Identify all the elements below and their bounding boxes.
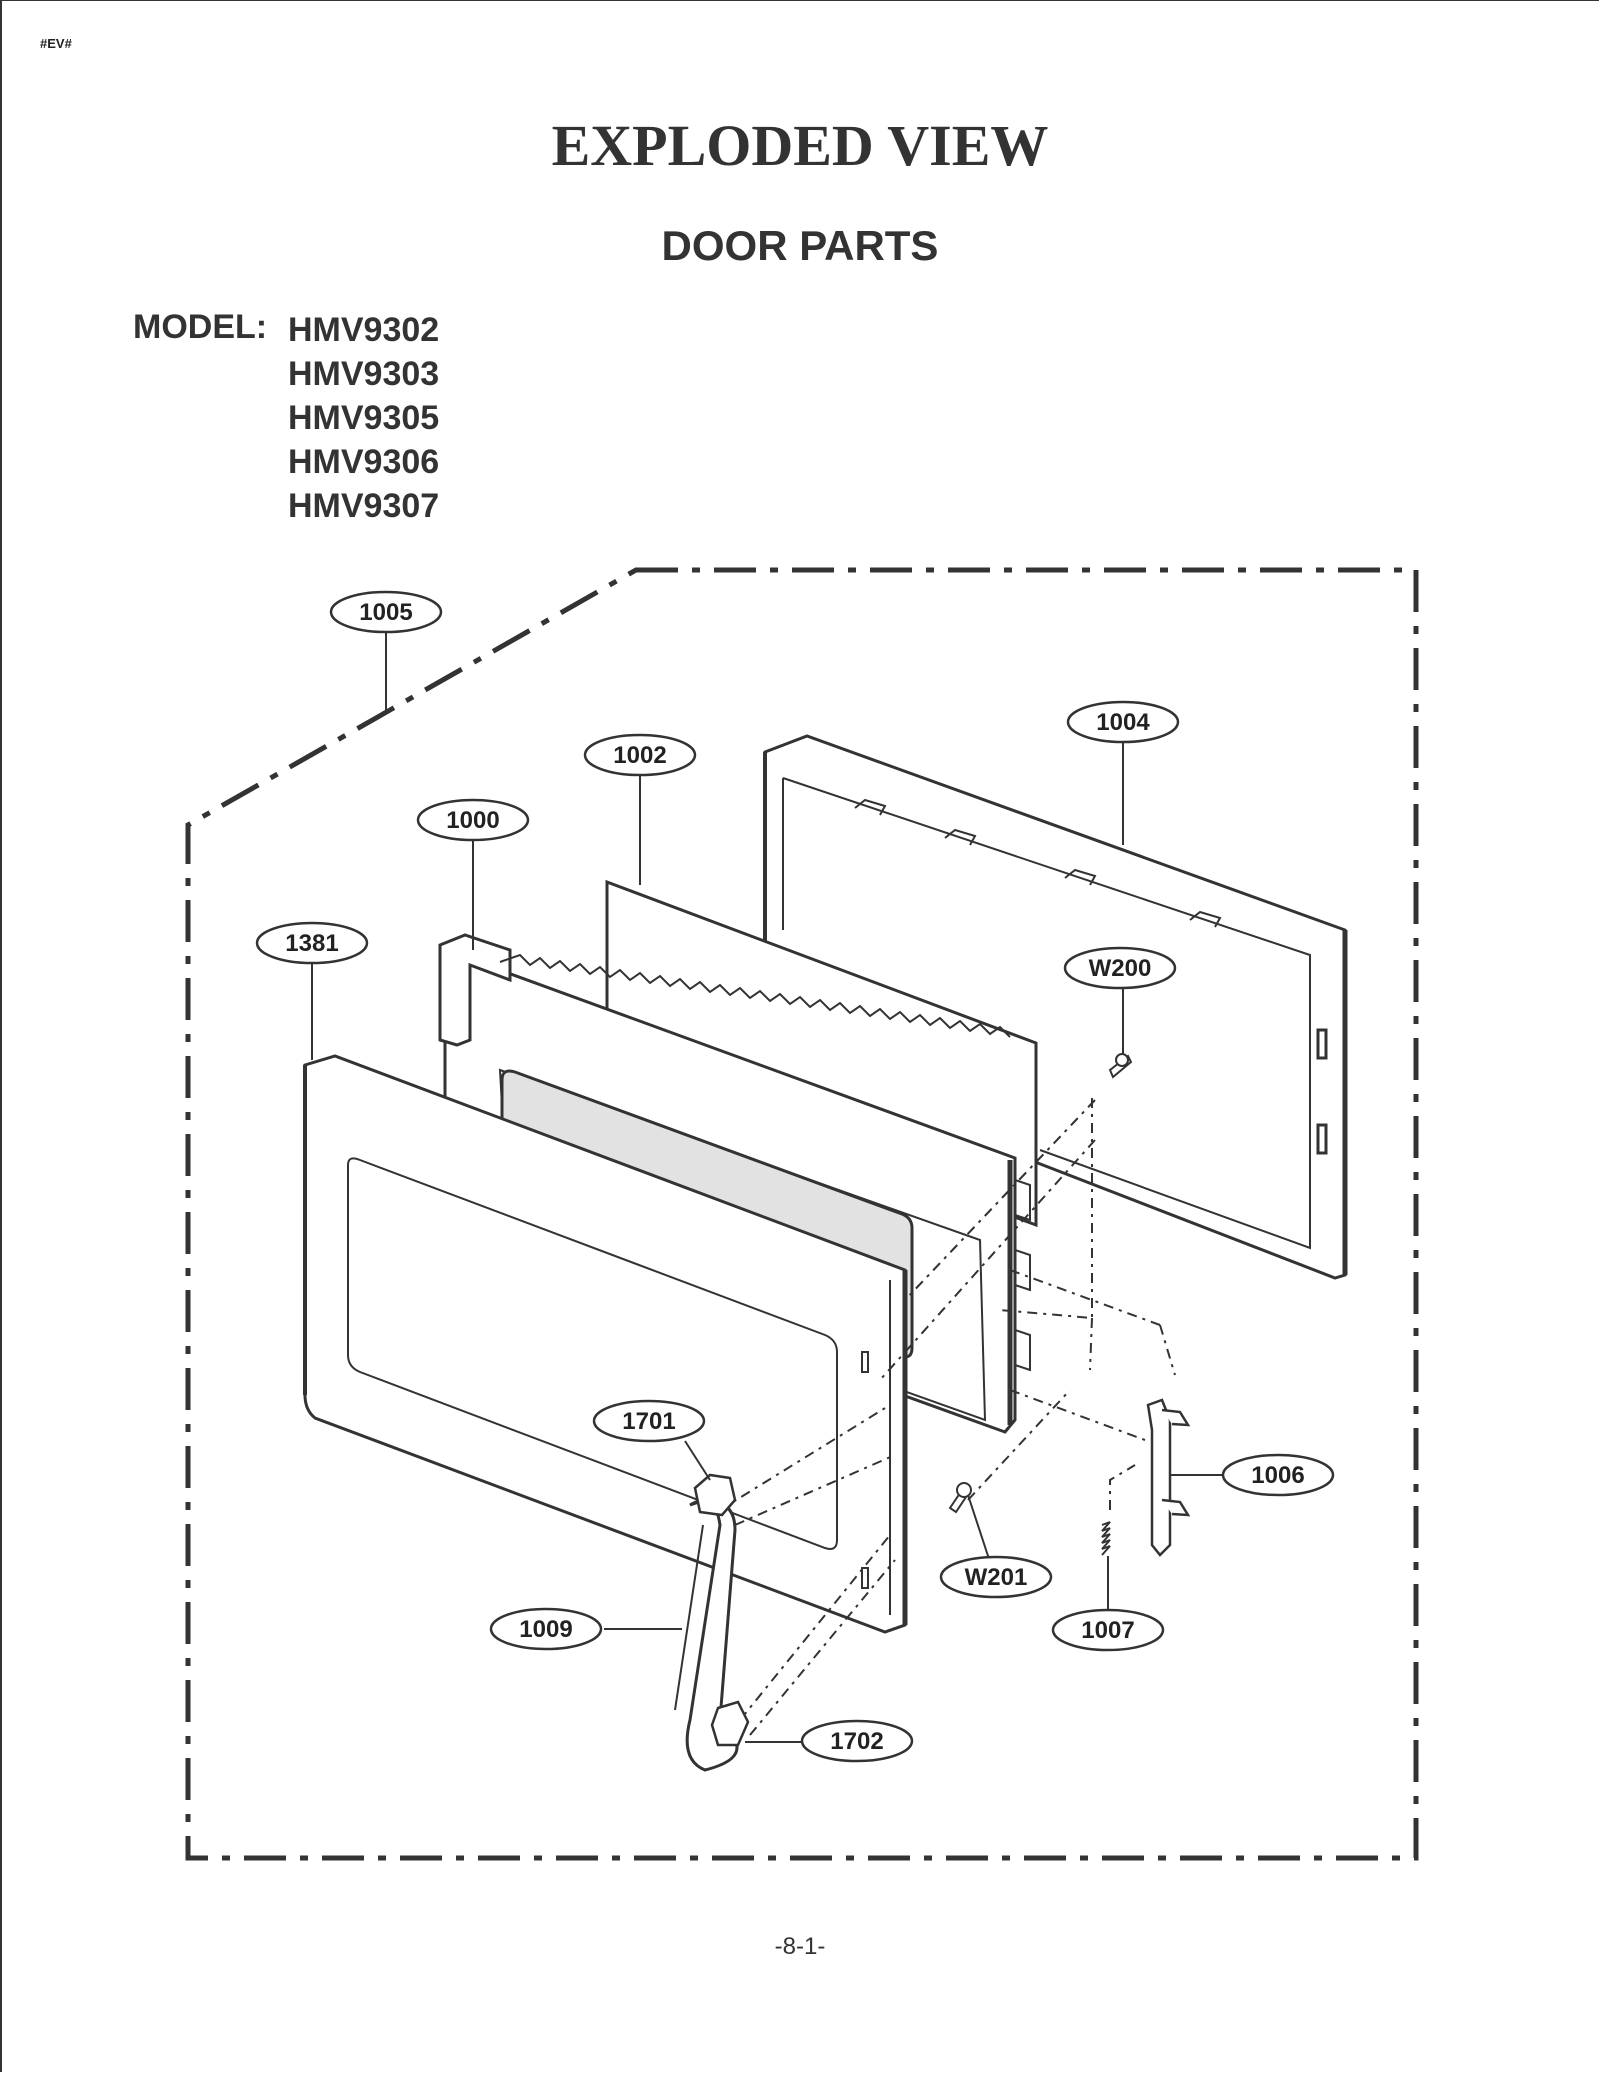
assembly-boundary [185, 567, 1419, 1861]
callout-1701: 1701 [592, 1399, 706, 1443]
page-subtitle: DOOR PARTS [661, 222, 939, 269]
assembly-guide-lines [719, 1098, 1176, 1736]
callout-1007: 1007 [1051, 1608, 1165, 1652]
page-number: -8-1- [774, 1933, 826, 1960]
model-number: HMV9303 [288, 355, 440, 393]
callout-W201: W201 [939, 1555, 1053, 1599]
callout-W200: W200 [1063, 946, 1177, 990]
svg-text:W201: W201 [965, 1564, 1028, 1591]
callout-1002: 1002 [583, 733, 697, 777]
part-1007-spring [1101, 1521, 1111, 1556]
svg-text:1701: 1701 [622, 1408, 675, 1435]
svg-text:1702: 1702 [830, 1728, 883, 1755]
callout-1009: 1009 [489, 1607, 603, 1651]
svg-text:1004: 1004 [1096, 709, 1150, 736]
model-number: HMV9305 [288, 399, 440, 437]
svg-text:1002: 1002 [613, 742, 666, 769]
model-number: HMV9302 [288, 311, 440, 349]
part-1702-handle-cap-lower [710, 1700, 750, 1747]
model-number: HMV9306 [288, 443, 440, 481]
callout-1381: 1381 [255, 921, 369, 965]
svg-text:1381: 1381 [285, 930, 338, 957]
page-title: EXPLODED VIEW [551, 113, 1049, 178]
callout-1004: 1004 [1066, 700, 1180, 744]
model-label: MODEL: [133, 308, 268, 346]
svg-text:1006: 1006 [1251, 1462, 1304, 1489]
svg-text:1009: 1009 [519, 1616, 572, 1643]
callout-1005: 1005 [329, 590, 443, 634]
svg-text:1000: 1000 [446, 807, 499, 834]
part-1006-latch-lever [1146, 1398, 1191, 1557]
model-list: HMV9302 HMV9303 HMV9305 HMV9306 HMV9307 [288, 308, 439, 528]
part-W201-screw [948, 1482, 972, 1514]
svg-text:W200: W200 [1089, 955, 1152, 982]
callout-1006: 1006 [1221, 1453, 1335, 1497]
document-tag: #EV# [40, 36, 72, 51]
svg-text:1007: 1007 [1081, 1617, 1134, 1644]
part-1701-handle-cap-upper [693, 1473, 737, 1517]
leader-lines [311, 632, 1233, 1743]
svg-text:1005: 1005 [359, 599, 412, 626]
callout-1000: 1000 [416, 798, 530, 842]
callout-1702: 1702 [800, 1719, 914, 1763]
model-number: HMV9307 [288, 487, 440, 525]
